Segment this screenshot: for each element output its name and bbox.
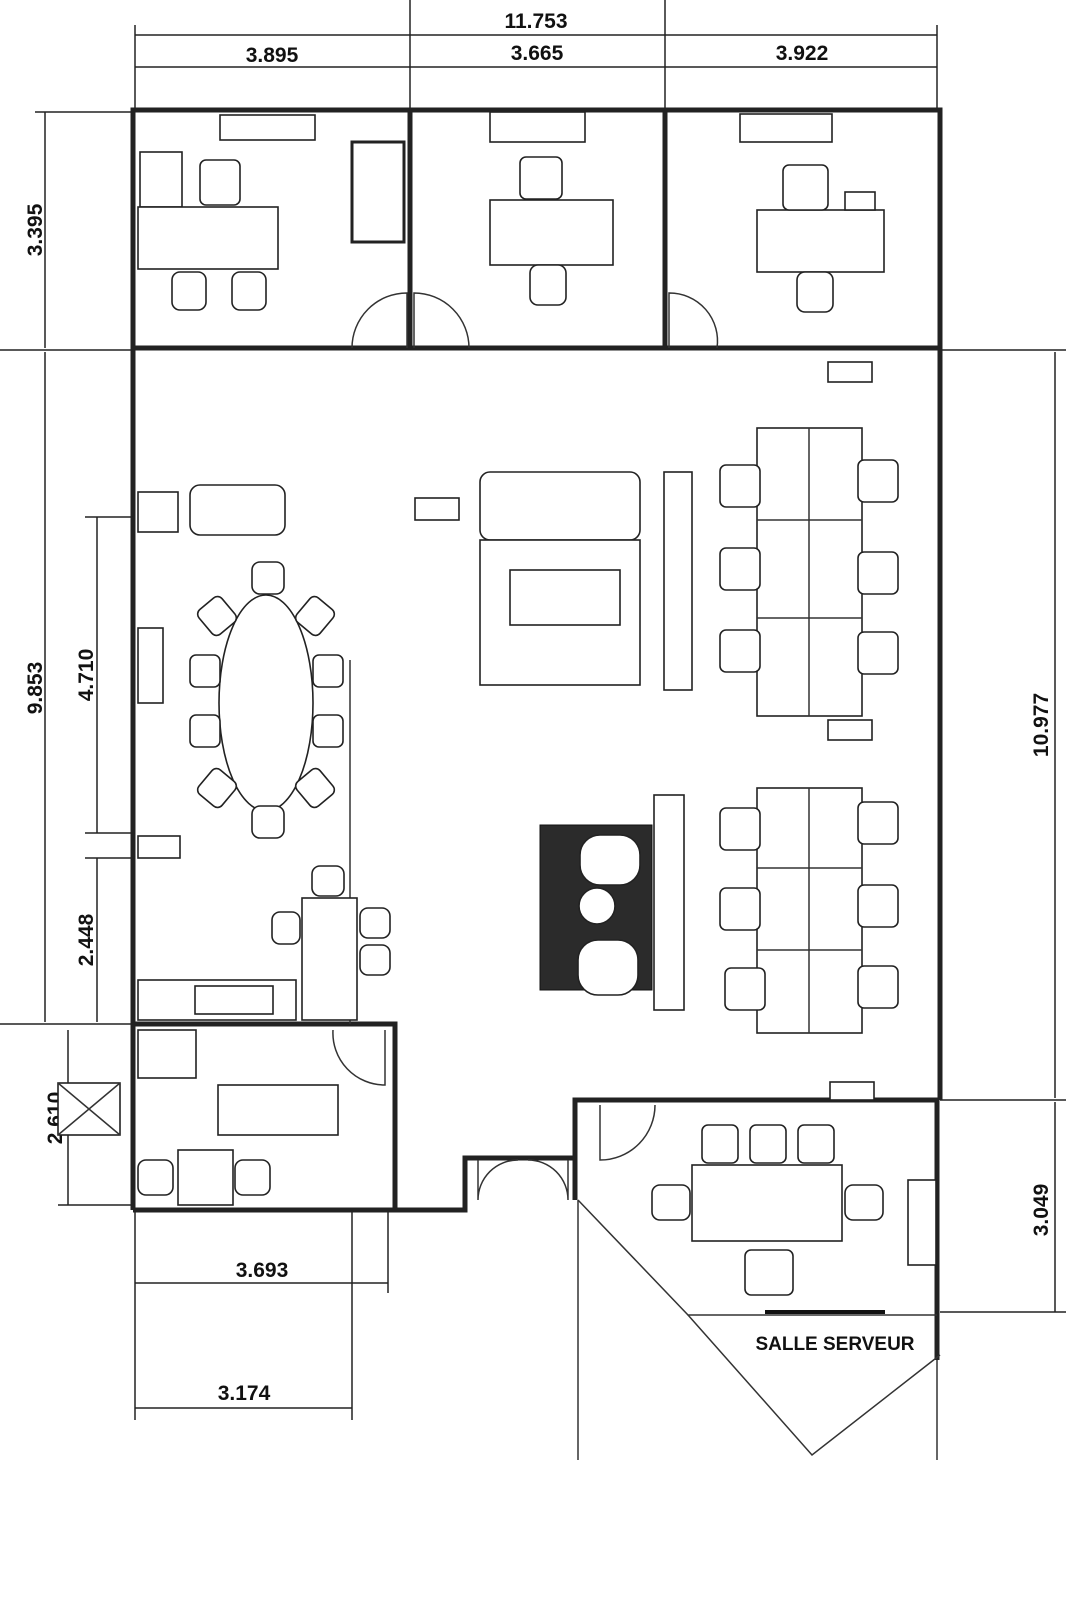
- meeting-room: [651, 1124, 937, 1314]
- conference-area: [137, 484, 351, 1024]
- workstations: [719, 361, 899, 1101]
- dim-office3-width: 3.922: [776, 42, 829, 65]
- dim-kitchen-zone-depth: 2.448: [75, 913, 98, 966]
- dim-meeting-zone-depth: 4.710: [75, 649, 98, 702]
- sofa: [479, 471, 641, 541]
- dim-left-main-depth: 9.853: [24, 662, 47, 715]
- server-room-label: SALLE SERVEUR: [755, 1334, 914, 1355]
- dim-wc-width: 3.174: [218, 1382, 271, 1405]
- dim-offices-depth: 3.395: [24, 203, 47, 256]
- dim-total-width: 11.753: [504, 10, 567, 33]
- dim-office2-width: 3.665: [511, 42, 564, 65]
- office-1: [137, 114, 406, 311]
- foosball-table: [189, 484, 286, 536]
- lounge-area: [414, 471, 693, 1011]
- conference-table: [218, 594, 314, 812]
- coffee-table: [509, 569, 621, 626]
- cabinet: [219, 114, 316, 141]
- desk: [489, 199, 614, 266]
- kitchen: [57, 865, 391, 1206]
- walls: [130, 107, 943, 1460]
- desk: [756, 209, 885, 273]
- meeting-table: [691, 1164, 843, 1242]
- office-3: [739, 113, 885, 313]
- table: [217, 1084, 339, 1136]
- sofa: [350, 140, 406, 244]
- right-dimensions: 10.977 3.049: [940, 349, 1066, 1313]
- shower: [137, 1029, 197, 1079]
- dim-office1-width: 3.895: [246, 44, 299, 67]
- dim-kitchen-width: 3.693: [236, 1259, 289, 1282]
- bar-table: [301, 897, 358, 1021]
- dim-meeting-room-depth: 3.049: [1030, 1184, 1053, 1237]
- bottom-dimensions: 3.693 3.174: [134, 1210, 389, 1420]
- desk: [137, 206, 279, 270]
- doors: [332, 292, 719, 1201]
- left-dimensions: 3.395 9.853 4.710 2.448 2.610: [0, 111, 133, 1206]
- sink: [194, 985, 274, 1015]
- top-dimensions: 11.753 3.895 3.665 3.922: [134, 0, 938, 110]
- chair: [199, 159, 241, 206]
- shelf: [663, 471, 693, 691]
- dim-right-main-depth: 10.977: [1030, 693, 1053, 757]
- office-2: [489, 111, 614, 306]
